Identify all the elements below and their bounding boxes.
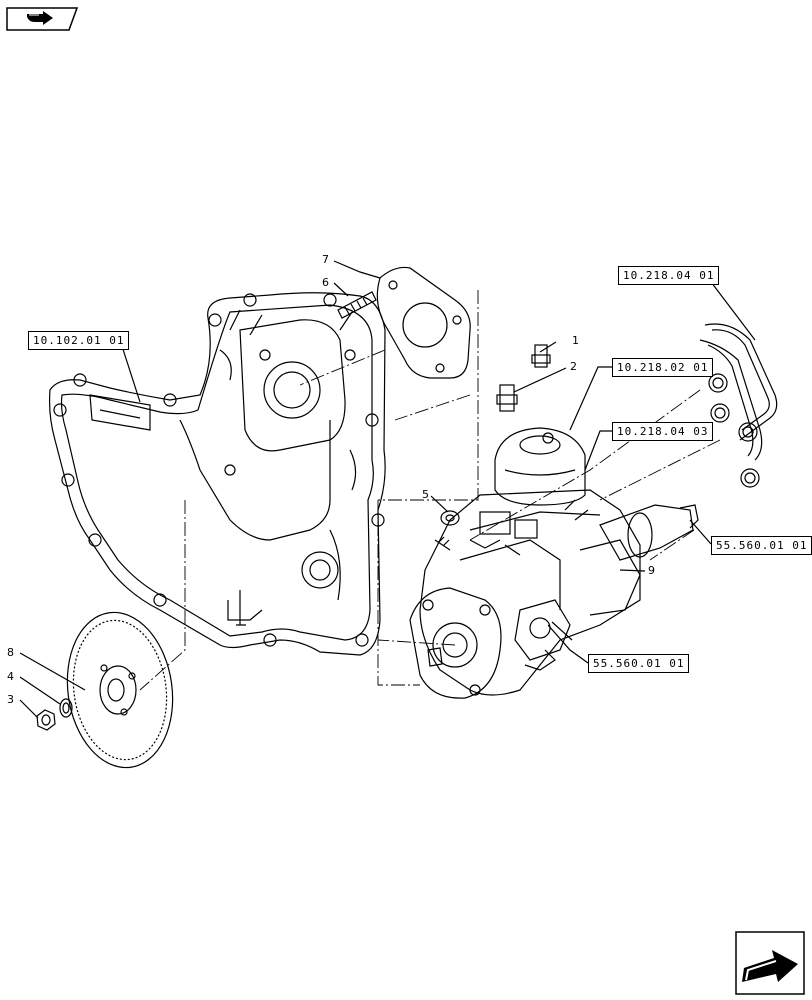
forward-nav-button[interactable] (734, 930, 806, 996)
reference-box-fuel-pipes[interactable]: 10.218.04 01 (618, 266, 720, 285)
callout-7: 7 (322, 253, 329, 266)
nut-3 (36, 709, 56, 731)
callout-4: 4 (7, 670, 14, 683)
small-spring (434, 536, 451, 551)
fuel-pipes (699, 323, 778, 488)
timing-cover-housing (48, 292, 386, 656)
injection-pump (409, 427, 699, 699)
reference-box-front-cover[interactable]: 10.102.01 01 (28, 331, 130, 350)
back-nav-button[interactable] (5, 5, 79, 33)
reference-box-pump-side[interactable]: 10.218.04 03 (612, 422, 714, 441)
washer-4 (59, 698, 73, 718)
callout-1: 1 (572, 334, 579, 347)
back-arrow-icon (6, 7, 79, 31)
callout-5: 5 (422, 488, 429, 501)
forward-arrow-icon (735, 931, 805, 995)
callout-2: 2 (570, 360, 577, 373)
reference-box-drive-bottom[interactable]: 55.560.01 01 (588, 654, 690, 673)
reference-box-pump-head[interactable]: 10.218.02 01 (612, 358, 714, 377)
callout-8: 8 (7, 646, 14, 659)
callout-3: 3 (7, 693, 14, 706)
drive-gear (66, 611, 174, 769)
callout-9: 9 (648, 564, 655, 577)
callout-6: 6 (322, 276, 329, 289)
washer-5 (440, 510, 460, 526)
fitting-1 (531, 344, 551, 368)
reference-box-drive-right[interactable]: 55.560.01 01 (711, 536, 812, 555)
stud-part (337, 291, 377, 319)
gasket-part (376, 266, 471, 379)
fitting-2 (496, 384, 518, 412)
